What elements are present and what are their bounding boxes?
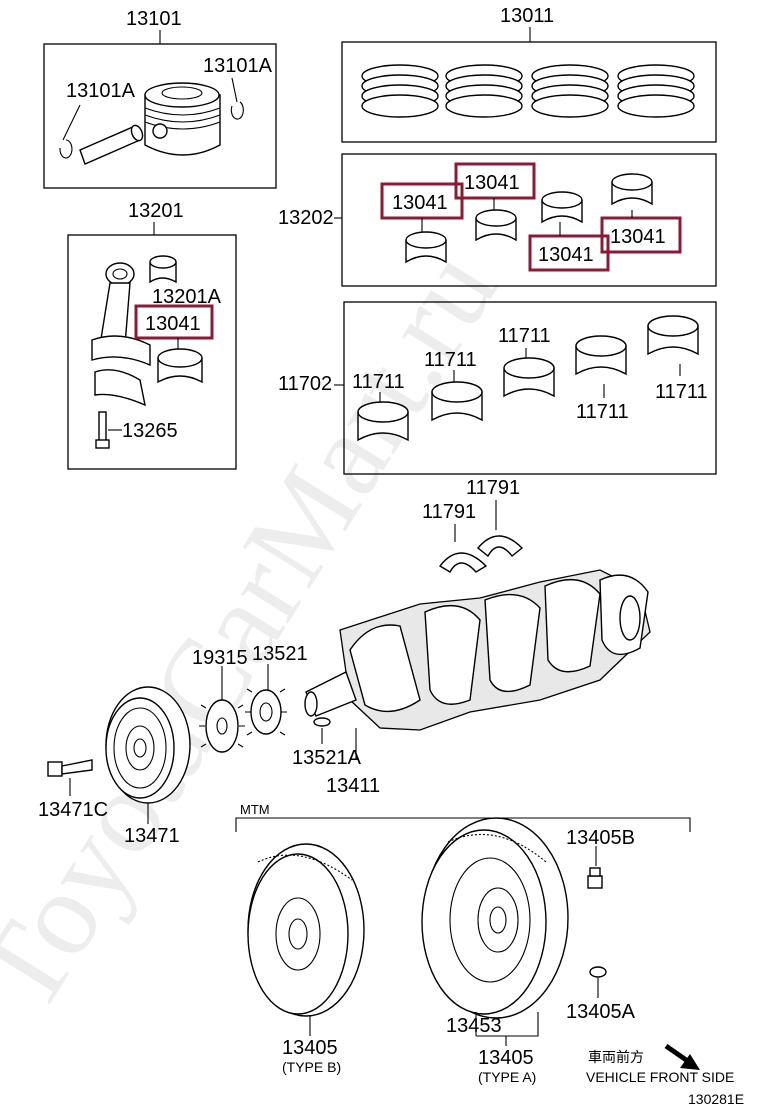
ring-set-box [341,41,717,143]
piston-ring-set-1 [361,64,439,118]
label-13101[interactable]: 13101 [126,8,182,30]
rod-bolt [95,411,110,449]
label-11791-left[interactable]: 11791 [422,501,476,523]
label-11711-5[interactable]: 11711 [655,381,708,403]
label-13471[interactable]: 13471 [124,825,180,847]
connecting-rod [91,262,151,407]
main-bearing-5 [647,315,699,356]
connecting-rod-group: 13201 13201A 13041 13265 [67,200,237,470]
front-arrow-icon [664,1043,700,1070]
oil-pump-gear-19315 [199,699,245,753]
label-13041-a[interactable]: 13041 [392,192,448,214]
flywheel-type-b [247,843,365,1017]
piston-ring-set-2 [445,64,523,118]
label-11711-1[interactable]: 11711 [352,371,405,393]
label-13521[interactable]: 13521 [252,643,308,665]
label-13202[interactable]: 13202 [278,207,334,229]
label-13201a[interactable]: 13201A [152,286,222,308]
label-11711-4[interactable]: 11711 [576,401,629,423]
label-13041-b[interactable]: 13041 [464,172,520,194]
label-front-jp: 車両前方 [588,1049,644,1065]
highlight-13041-b [454,162,536,200]
label-13041-d[interactable]: 13041 [610,226,666,248]
bearing-13201a [149,255,177,284]
label-13411[interactable]: 13411 [326,775,380,797]
rod-bearing-3 [541,191,583,224]
label-13405a[interactable]: 13405A [566,1001,636,1023]
timing-gear-13521 [245,688,287,736]
label-type-a: (TYPE A) [478,1069,536,1085]
label-13265[interactable]: 13265 [122,420,178,442]
crankshaft [304,569,651,731]
main-bearing-set-group: 11702 11711 11711 11711 11711 11711 [278,301,717,475]
flywheel-type-a [421,817,569,1019]
highlight-13041-rod [134,304,214,340]
snap-ring-right [230,101,244,120]
label-front-en: VEHICLE FRONT SIDE [586,1069,734,1085]
label-13201[interactable]: 13201 [128,200,184,222]
label-13041-c[interactable]: 13041 [538,244,594,266]
mtm-section: MTM [235,802,691,832]
label-13041-rod[interactable]: 13041 [145,313,201,335]
rod-bearing-4 [611,173,653,206]
rod-bearing-2 [475,209,517,242]
diagram-code: 130281E [688,1091,744,1107]
label-11711-2[interactable]: 11711 [424,349,477,371]
label-11791-top[interactable]: 11791 [466,477,520,499]
pin-13405a [589,966,607,978]
thrust-washer-group: 11791 11791 [422,477,524,573]
ring-set-group: 13011 [341,5,717,143]
thrust-washer-1 [438,552,488,573]
piston-pin [79,124,144,165]
connecting-rod-box [67,234,237,470]
label-11711-3[interactable]: 11711 [498,325,551,347]
main-bearing-2 [431,381,483,422]
piston-ring-set-4 [617,64,695,118]
piston [144,82,221,156]
label-13453[interactable]: 13453 [446,1015,502,1037]
label-13101a-left[interactable]: 13101A [66,80,136,102]
crank-key-13521a [313,717,331,727]
label-type-b: (TYPE B) [282,1059,341,1075]
label-13471c[interactable]: 13471C [38,799,108,821]
thrust-washer-2 [477,535,524,558]
rod-bearing-set-group: 13202 13041 13041 13041 13041 [278,153,717,287]
label-11702[interactable]: 11702 [278,373,332,395]
label-13405-type-a[interactable]: 13405 [478,1047,534,1069]
main-bearing-3 [503,357,555,398]
rod-bearing-1 [405,231,447,264]
crankshaft-pulley [105,686,191,804]
pulley-bolt-13471c [47,759,93,777]
label-13011[interactable]: 13011 [500,5,554,27]
label-mtm: MTM [240,802,270,817]
label-13405b[interactable]: 13405B [566,827,635,849]
piston-group: 13101 13101A 13101A [43,8,277,189]
label-19315[interactable]: 19315 [192,647,248,669]
rod-bearing-set-box [341,153,717,287]
label-13405-type-b[interactable]: 13405 [282,1037,338,1059]
label-13521a[interactable]: 13521A [292,747,362,769]
rod-bearing [157,348,203,384]
main-bearing-4 [575,335,627,376]
main-bearing-set-box [343,301,717,475]
highlight-13041-d [600,216,682,254]
label-13101a-right[interactable]: 13101A [203,55,273,77]
main-bearing-1 [357,401,409,442]
piston-ring-set-3 [531,64,609,118]
dowel-13405b [587,867,603,889]
snap-ring-left [59,139,73,159]
